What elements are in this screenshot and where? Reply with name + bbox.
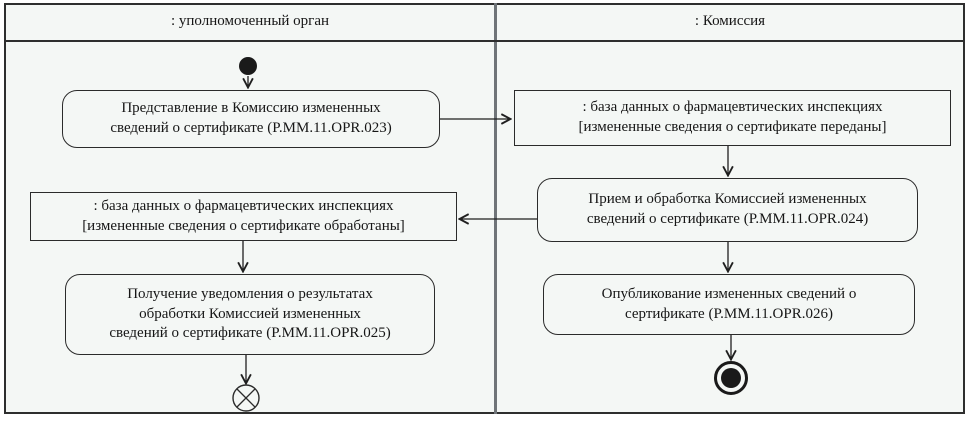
activity-submit-changed-certificate-info: Представление в Комиссию измененных свед… — [62, 90, 440, 148]
lane-header-label: : уполномоченный орган — [170, 13, 330, 29]
activity-receive-process-by-commission: Прием и обработка Комиссией измененных с… — [537, 178, 918, 242]
activity-label-line: Прием и обработка Комиссией измененных — [588, 191, 867, 208]
header-separator — [4, 40, 965, 42]
activity-label-line: сведений о сертификате (P.MM.11.OPR.025) — [109, 325, 391, 342]
lane-header-label: : Комиссия — [694, 13, 766, 29]
activity-label-line: сертификате (P.MM.11.OPR.026) — [625, 305, 833, 322]
lane-header-commission: : Комиссия — [497, 3, 963, 40]
object-label-line: : база данных о фармацевтических инспекц… — [582, 99, 883, 116]
object-state-line: [измененные сведения о сертификате перед… — [578, 119, 887, 135]
object-db-pharma-inspections-transferred: : база данных о фармацевтических инспекц… — [514, 90, 951, 146]
object-db-pharma-inspections-processed: : база данных о фармацевтических инспекц… — [30, 192, 457, 241]
activity-label-line: обработки Комиссией измененных — [139, 305, 361, 322]
activity-label-line: Представление в Комиссию измененных — [121, 100, 381, 117]
activity-publish-changed-certificate-info: Опубликование измененных сведений о серт… — [543, 274, 915, 335]
lane-header-authorized-body: : уполномоченный орган — [6, 3, 494, 40]
activity-get-processing-notification: Получение уведомления о результатах обра… — [65, 274, 435, 355]
activity-label-line: сведений о сертификате (P.MM.11.OPR.024) — [586, 211, 869, 227]
object-state-line: [измененные сведения о сертификате обраб… — [82, 217, 405, 234]
lane-divider — [494, 3, 497, 414]
activity-label-line: Опубликование измененных сведений о — [601, 285, 857, 302]
object-label-line: : база данных о фармацевтических инспекц… — [93, 197, 394, 214]
activity-label-line: сведений о сертификате (P.MM.11.OPR.023) — [110, 120, 392, 136]
activity-label-line: Получение уведомления о результатах — [127, 285, 373, 302]
